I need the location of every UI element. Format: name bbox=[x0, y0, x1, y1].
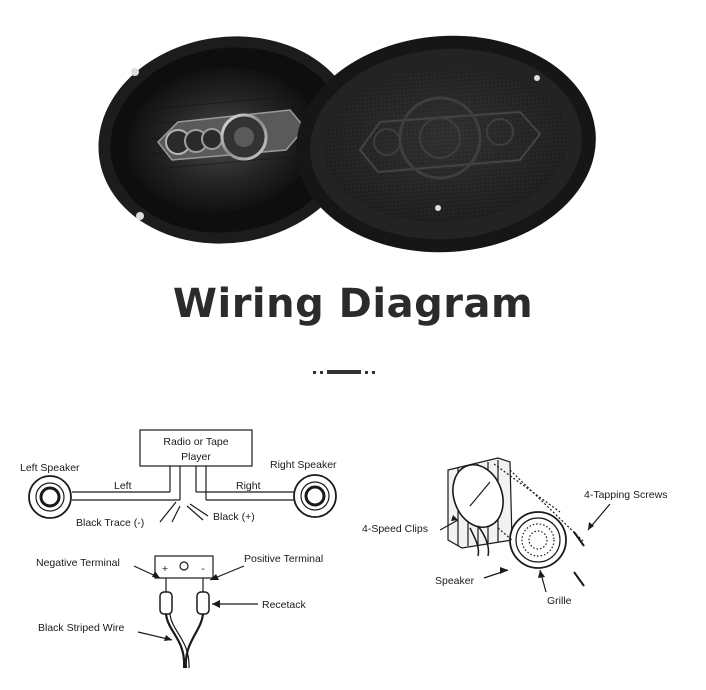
speed-clips-label: 4-Speed Clips bbox=[362, 523, 428, 535]
radio-label-line2: Player bbox=[181, 451, 211, 463]
speaker-photo bbox=[98, 35, 596, 253]
arrowheads-right bbox=[451, 515, 594, 578]
recetack-label: Recetack bbox=[262, 599, 307, 611]
terminal-block bbox=[154, 555, 214, 579]
grille-icon bbox=[509, 511, 567, 569]
mount-hole-icon bbox=[136, 212, 144, 220]
mount-hole-icon bbox=[131, 68, 139, 76]
terminal-minus-sign: - bbox=[201, 563, 205, 575]
install-schematic bbox=[439, 457, 611, 593]
speaker-with-grille bbox=[296, 35, 596, 253]
black-striped-wire-label: Black Striped Wire bbox=[38, 622, 125, 634]
arrowheads bbox=[152, 571, 220, 641]
black-trace-label: Black Trace (-) bbox=[76, 517, 144, 529]
mount-hole-icon bbox=[435, 205, 441, 211]
speaker-without-grille bbox=[98, 36, 358, 244]
page-title: Wiring Diagram bbox=[172, 281, 534, 327]
screw-icon bbox=[573, 571, 585, 587]
right-wire-label: Right bbox=[236, 480, 261, 492]
right-speaker-label: Right Speaker bbox=[270, 459, 337, 471]
left-speaker-label: Left Speaker bbox=[20, 462, 80, 474]
terminal-plus-sign: + bbox=[162, 563, 168, 575]
screw-icon bbox=[573, 531, 585, 547]
grille-label: Grille bbox=[547, 595, 572, 607]
left-speaker-icon bbox=[28, 475, 72, 519]
wiring-schematic bbox=[28, 429, 337, 669]
speaker-label: Speaker bbox=[435, 575, 475, 587]
radio-label-line1: Radio or Tape bbox=[163, 436, 228, 448]
title-separator bbox=[313, 370, 375, 374]
tapping-screws-label: 4-Tapping Screws bbox=[584, 489, 667, 501]
positive-terminal-label: Positive Terminal bbox=[244, 553, 323, 565]
negative-terminal-label: Negative Terminal bbox=[36, 557, 120, 569]
left-wire-label: Left bbox=[114, 480, 132, 492]
black-plus-label: Black (+) bbox=[213, 511, 255, 523]
right-speaker-icon bbox=[293, 474, 337, 518]
positive-connector bbox=[196, 591, 210, 615]
negative-connector bbox=[159, 591, 173, 615]
mount-hole-icon bbox=[534, 75, 540, 81]
tweeter-bar bbox=[157, 109, 306, 161]
